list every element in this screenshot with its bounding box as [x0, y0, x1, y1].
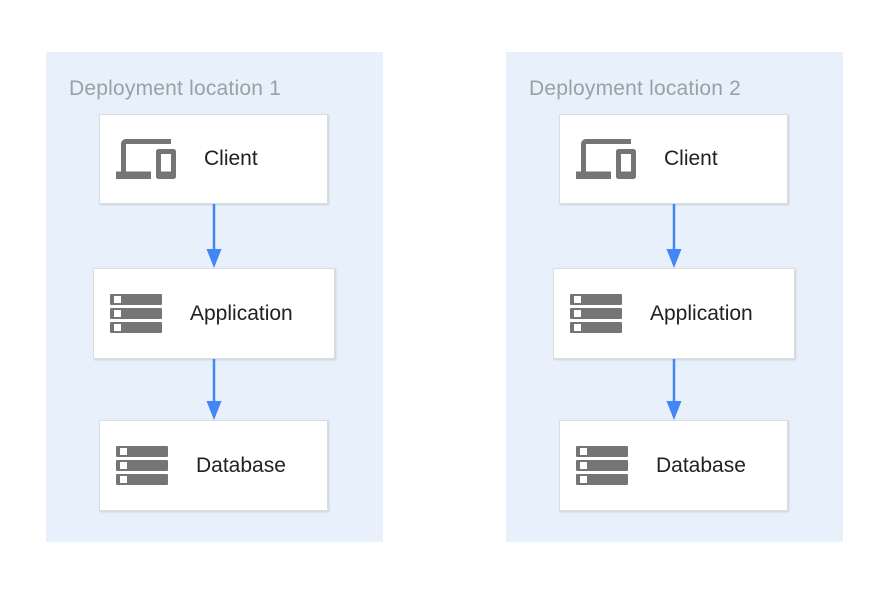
node-client: Client — [99, 114, 328, 204]
storage-icon — [110, 294, 162, 333]
node-label: Client — [664, 147, 718, 170]
deployment-panel-1: Deployment location 1 Client — [46, 52, 383, 542]
storage-icon — [116, 446, 168, 485]
flow-arrow-application-database — [665, 359, 683, 420]
flow-arrow-application-database — [205, 359, 223, 420]
node-application: Application — [93, 268, 335, 359]
devices-icon — [116, 129, 176, 189]
node-client: Client — [559, 114, 788, 204]
panel-title: Deployment location 2 — [529, 77, 741, 100]
node-application: Application — [553, 268, 795, 359]
deployment-panel-2: Deployment location 2 Client — [506, 52, 843, 542]
node-label: Application — [190, 301, 293, 325]
node-label: Database — [656, 453, 746, 477]
node-database: Database — [559, 420, 788, 511]
node-label: Database — [196, 453, 286, 477]
node-label: Application — [650, 301, 753, 325]
panel-title: Deployment location 1 — [69, 77, 281, 100]
node-label: Client — [204, 147, 258, 170]
storage-icon — [576, 446, 628, 485]
storage-icon — [570, 294, 622, 333]
devices-icon — [576, 129, 636, 189]
flow-arrow-client-application — [665, 204, 683, 268]
node-database: Database — [99, 420, 328, 511]
flow-arrow-client-application — [205, 204, 223, 268]
